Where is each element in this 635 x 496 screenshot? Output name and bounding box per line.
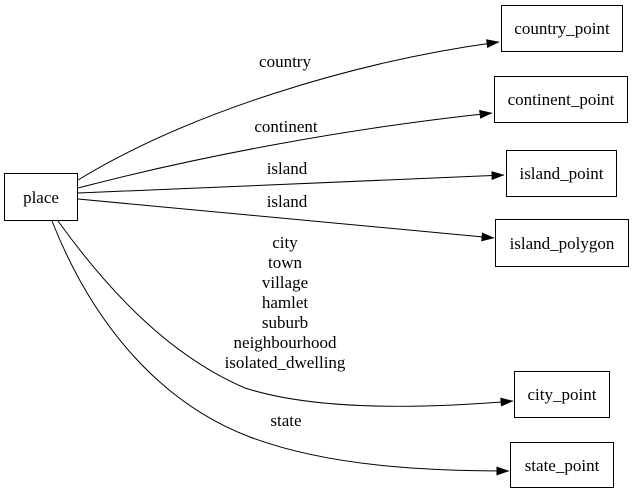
edge-place-to-continent_point (77, 109, 493, 189)
edge-place-to-city_point (57, 220, 514, 407)
edge-place-to-island_polygon (77, 198, 495, 242)
edge-place-to-island_point (77, 171, 505, 194)
edge-place-to-country_point (77, 39, 500, 181)
edge-place-to-state_point (51, 220, 510, 476)
